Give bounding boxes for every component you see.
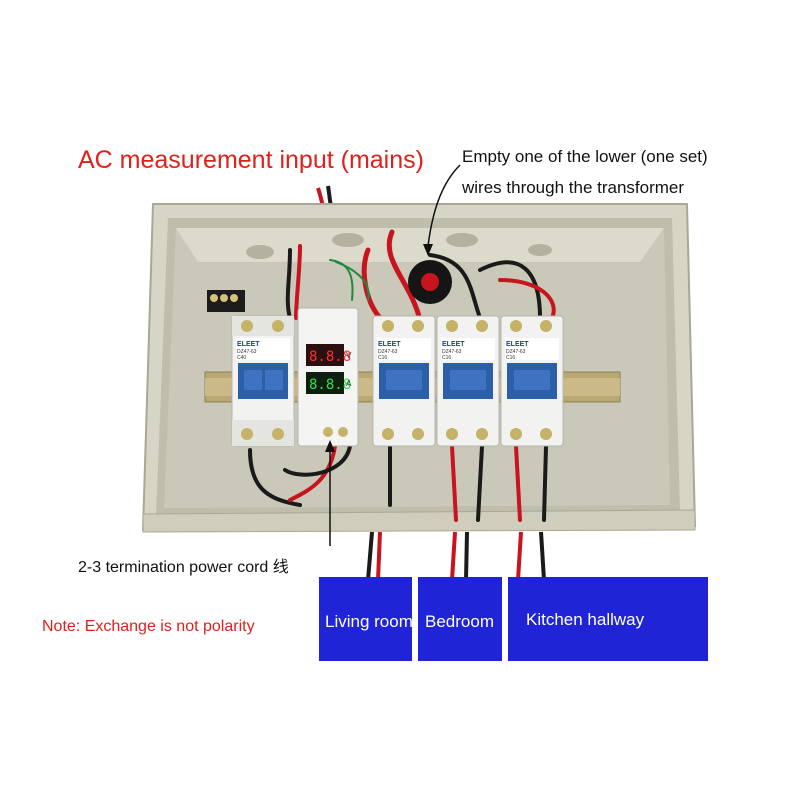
- room-label-text: Bedroom: [425, 612, 494, 631]
- callout-arrows: [325, 164, 461, 546]
- branch-breaker-1-brand: ELEET: [378, 341, 401, 348]
- volt-amp-meter: 8.8.8 8.8.8 V A: [297, 307, 359, 447]
- ground-terminal-block: [207, 290, 245, 312]
- current-transformer: [408, 260, 452, 304]
- room-label-kitchen-hallway: Kitchen hallway: [508, 577, 708, 661]
- branch-breaker-3: [500, 315, 564, 447]
- branch-breaker-3-rating: C16: [506, 355, 515, 361]
- branch-breaker-3-model: DZ47-63: [506, 349, 526, 355]
- room-label-bedroom: Bedroom: [418, 577, 502, 661]
- branch-breaker-2-model: DZ47-63: [442, 349, 462, 355]
- room-label-living-room: Living room: [319, 577, 412, 661]
- svg-text:V: V: [346, 351, 352, 360]
- main-breaker-rating: C40: [237, 355, 246, 361]
- svg-text:8.8.8: 8.8.8: [309, 377, 351, 393]
- main-breaker-brand: ELEET: [237, 341, 260, 348]
- main-breaker-model: DZ47-63: [237, 349, 257, 355]
- room-label-text: Kitchen hallway: [526, 610, 645, 629]
- svg-text:A: A: [346, 379, 352, 388]
- power-cord-note: 2-3 termination power cord 线: [78, 559, 289, 576]
- outgoing-cables: [366, 531, 546, 581]
- branch-breaker-3-brand: ELEET: [506, 341, 529, 348]
- polarity-note: Note: Exchange is not polarity: [42, 618, 255, 635]
- internal-wiring: [248, 229, 556, 522]
- transformer-note-line-2: wires through the transformer: [462, 178, 685, 197]
- svg-text:8.8.8: 8.8.8: [309, 349, 351, 365]
- mains-input-label: AC measurement input (mains): [78, 146, 424, 174]
- branch-breaker-2-brand: ELEET: [442, 341, 465, 348]
- branch-breaker-1-model: DZ47-63: [378, 349, 398, 355]
- branch-breaker-2: [436, 315, 500, 447]
- main-breaker: [231, 315, 295, 447]
- branch-breaker-2-rating: C16: [442, 355, 451, 361]
- branch-breaker-1-rating: C16: [378, 355, 387, 361]
- room-label-text: Living room: [325, 612, 412, 631]
- transformer-note-line-1: Empty one of the lower (one set): [462, 147, 708, 166]
- branch-breaker-1: [372, 315, 436, 447]
